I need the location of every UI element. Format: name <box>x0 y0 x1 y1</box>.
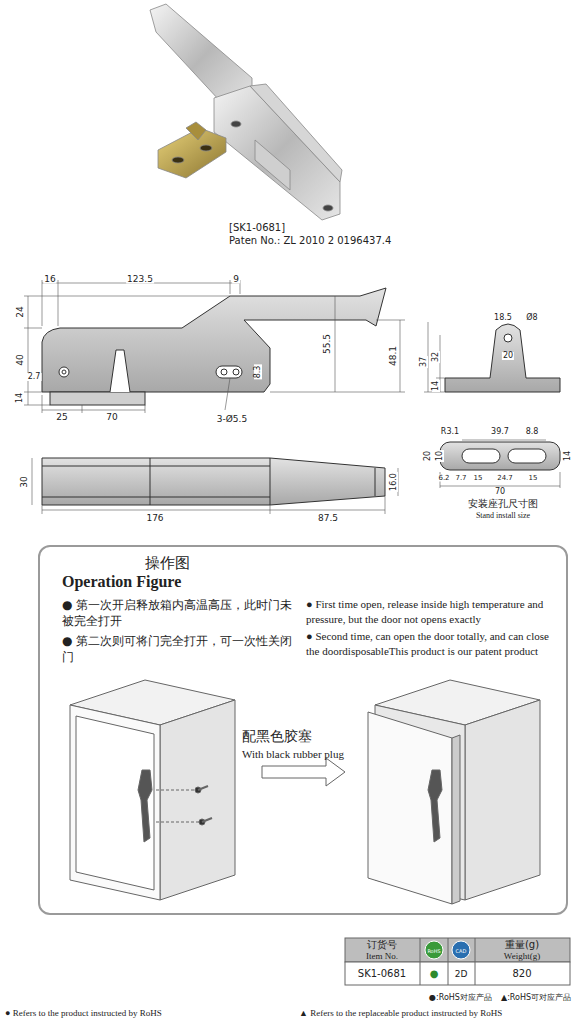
dimension: 32 <box>432 351 440 363</box>
callout-text: With black rubber plug <box>242 747 344 762</box>
part-number: [SK1-0681] <box>228 223 286 233</box>
table-cell: 重量(g) <box>504 940 540 950</box>
dimension: 25 <box>55 413 68 422</box>
dimension: 15 <box>528 475 539 482</box>
dimension: 16 <box>43 275 56 284</box>
product-photo <box>150 4 342 220</box>
table-cell: 820 <box>511 969 532 979</box>
callout-text: 配黑色胶塞 <box>242 727 312 746</box>
dimension: 37 <box>420 356 428 368</box>
panel-title: Operation Figure <box>62 571 181 593</box>
panel-title: 操作图 <box>145 553 190 573</box>
dimension: 3-Ø5.5 <box>216 415 248 424</box>
dimension: Ø8 <box>525 314 538 322</box>
dimension: 55.5 <box>323 333 332 355</box>
instruction-text: ● Second time, can open the door totally… <box>306 629 562 659</box>
cabinet-closed <box>70 680 235 900</box>
table-cell: 订货号 <box>366 940 398 950</box>
dimension: 7.7 <box>454 475 467 482</box>
dimension: 70 <box>494 488 506 496</box>
dimension: 2.7 <box>27 373 42 381</box>
table-cell: 2D <box>454 970 469 979</box>
dimension: 30 <box>20 475 29 488</box>
instruction-text: ● 第一次开启释放箱内高温高压，此时门未被完全打开 <box>62 597 294 629</box>
base-plan-view <box>440 440 560 488</box>
dimension: 14 <box>564 450 572 462</box>
dimension: 176 <box>145 514 164 523</box>
dimension: 48.1 <box>389 345 398 367</box>
spec-table <box>345 938 570 985</box>
dimension: 15 <box>473 475 484 482</box>
dimension: 20 <box>502 352 514 360</box>
dimension: 40 <box>16 353 25 366</box>
dimension: R3.1 <box>440 428 460 436</box>
table-cell: CAD <box>455 949 468 954</box>
dimension: 20 <box>424 450 432 462</box>
dimension: 70 <box>105 413 118 422</box>
dimension: Stand install size <box>475 512 531 520</box>
dimension: 18.5 <box>493 314 513 322</box>
dimension: 8.3 <box>254 365 262 380</box>
dimension: 14 <box>16 392 24 404</box>
table-cell: RoHS <box>426 949 441 954</box>
operation-panel: 操作图Operation Figure ● 第一次开启释放箱内高温高压，此时门未被… <box>38 545 568 915</box>
dimension: 24.7 <box>496 475 514 482</box>
open-arrow <box>262 758 345 786</box>
table-cell: SK1-0681 <box>357 969 407 979</box>
dimension: 39.7 <box>490 428 510 436</box>
footnote: ● Refers to the product instructed by Ro… <box>4 1009 163 1018</box>
footnote: ▲:RoHS可对应产品 <box>500 994 572 1002</box>
dimension: 16.0 <box>390 472 398 492</box>
footnote: ●:RoHS对应产品 <box>428 994 493 1002</box>
dimension: 9 <box>232 275 240 284</box>
table-cell: Item No. <box>365 952 399 961</box>
instruction-text: ● 第二次则可将门完全打开，可一次性关闭门 <box>62 633 294 665</box>
dimension: 8.8 <box>525 428 540 436</box>
instruction-text: ● First time open, release inside high t… <box>306 597 562 627</box>
dimension: 24 <box>16 305 25 318</box>
dimension: 87.5 <box>317 514 339 523</box>
table-cell: ● <box>429 969 440 979</box>
part-number: Paten No.: ZL 2010 2 0196437.4 <box>228 236 392 246</box>
dimension: 123.5 <box>126 275 154 284</box>
footnote: ▲ Refers to the replaceable product inst… <box>298 1009 503 1018</box>
dimension: 安装座孔尺寸图 <box>467 499 539 509</box>
dimension: 14 <box>432 380 440 392</box>
cabinet-open <box>368 680 540 904</box>
front-view <box>24 280 405 413</box>
table-cell: Weight(g) <box>503 952 541 961</box>
top-view <box>32 458 398 514</box>
base-side-view <box>424 322 560 392</box>
dimension: 10 <box>436 450 444 462</box>
dimension: 6.2 <box>437 475 450 482</box>
